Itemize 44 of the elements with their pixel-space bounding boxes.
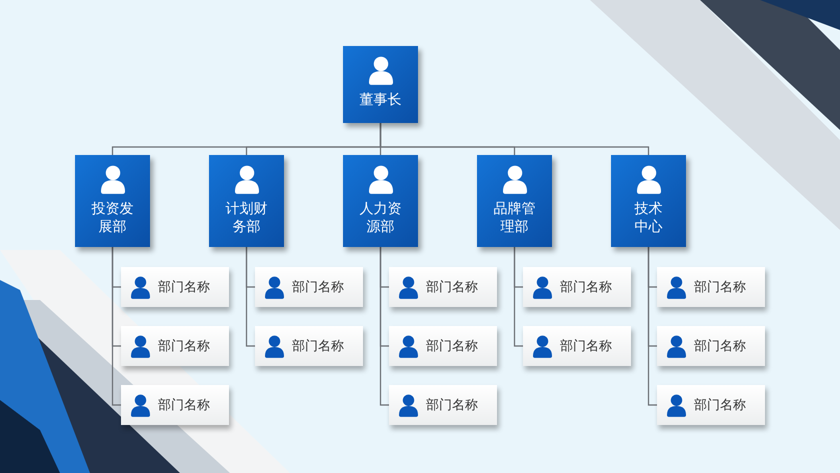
position-box [209, 155, 284, 247]
box-label: 部门名称 [694, 397, 746, 414]
connector-line [112, 247, 121, 406]
box-label: 部门名称 [694, 338, 746, 355]
department-box [121, 267, 229, 307]
department-box [657, 326, 765, 366]
position-box [477, 155, 552, 247]
box-label: 部门名称 [158, 397, 210, 414]
box-label: 品牌管理部 [492, 200, 536, 236]
department-box [389, 385, 497, 425]
department-box [121, 326, 229, 366]
box-label: 部门名称 [694, 279, 746, 296]
department-box [389, 267, 497, 307]
box-label: 人力资源部 [358, 200, 402, 236]
box-label: 部门名称 [158, 279, 210, 296]
box-label: 部门名称 [426, 397, 478, 414]
box-label: 部门名称 [292, 338, 344, 355]
department-box [657, 267, 765, 307]
department-box [255, 267, 363, 307]
connector-line [648, 247, 657, 406]
box-label: 技术中心 [634, 200, 664, 236]
department-box [523, 326, 631, 366]
department-box [121, 385, 229, 425]
position-box [343, 155, 418, 247]
box-label: 部门名称 [292, 279, 344, 296]
department-box [657, 385, 765, 425]
position-box [75, 155, 150, 247]
position-box [343, 46, 418, 123]
department-box [389, 326, 497, 366]
box-label: 董事长 [358, 91, 402, 109]
box-label: 部门名称 [560, 338, 612, 355]
connector-line [380, 247, 389, 406]
connector-line [514, 247, 523, 347]
position-box [611, 155, 686, 247]
box-label: 部门名称 [426, 279, 478, 296]
connector-line [380, 123, 650, 155]
connector-line [246, 247, 255, 347]
box-label: 部门名称 [560, 279, 612, 296]
box-label: 部门名称 [158, 338, 210, 355]
department-box [523, 267, 631, 307]
box-label: 计划财务部 [224, 200, 268, 236]
department-box [255, 326, 363, 366]
box-label: 投资发展部 [90, 200, 134, 236]
box-label: 部门名称 [426, 338, 478, 355]
